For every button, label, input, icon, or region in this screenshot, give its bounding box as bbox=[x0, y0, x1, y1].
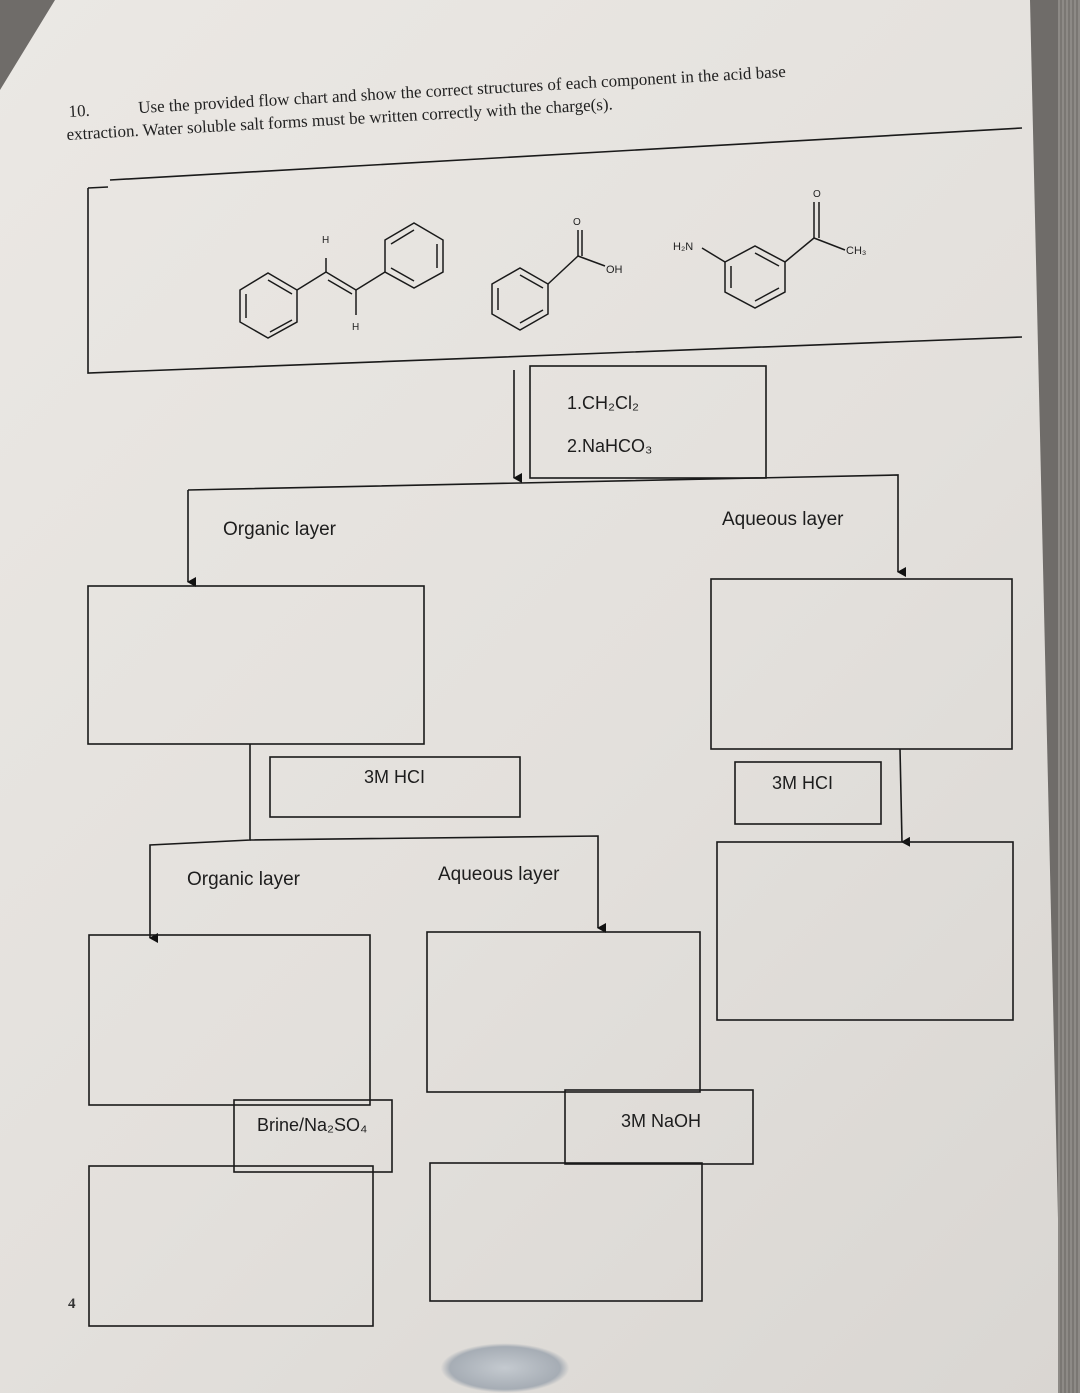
reagent-box-brine bbox=[233, 1099, 393, 1173]
reagent-hcl-left: 3M HCI bbox=[364, 767, 426, 787]
benzoic-acid-structure bbox=[491, 230, 606, 331]
label-organic-layer-2: Organic layer bbox=[187, 869, 300, 890]
label-aqueous-layer-2: Aqueous layer bbox=[438, 864, 560, 885]
stilbene-structure bbox=[239, 222, 444, 339]
answer-box-organic-final[interactable] bbox=[88, 1165, 374, 1327]
benzoic-o-label: O bbox=[573, 217, 581, 228]
arrow-aqueous-2 bbox=[249, 835, 606, 933]
answer-box-aqueous-2[interactable] bbox=[426, 931, 701, 1093]
reagent-box-hcl-left bbox=[269, 756, 521, 818]
background-fabric bbox=[1058, 0, 1080, 1393]
background-jeans bbox=[440, 1343, 570, 1393]
reagent-box-1 bbox=[529, 365, 767, 479]
reagent-hcl-right: 3M HCI bbox=[772, 773, 834, 793]
answer-box-aqueous-1[interactable] bbox=[710, 578, 1013, 750]
aminoacetophenone-structure bbox=[701, 202, 846, 309]
reagent-box-hcl-right bbox=[734, 761, 882, 825]
page-number: 4 bbox=[68, 1296, 76, 1312]
reagent-brine: Brine/Na₂SO₄ bbox=[257, 1115, 368, 1135]
start-box-top bbox=[87, 186, 109, 189]
start-box bbox=[87, 188, 1023, 374]
label-aqueous-layer-1: Aqueous layer bbox=[722, 509, 844, 530]
ketone-o-label: O bbox=[813, 189, 821, 200]
answer-box-aqueous-acidified[interactable] bbox=[716, 841, 1014, 1021]
header-rule bbox=[109, 127, 1023, 181]
reagent-box-naoh bbox=[564, 1089, 754, 1165]
stilbene-h-top: H bbox=[322, 235, 329, 246]
reagent-naoh: 3M NaOH bbox=[621, 1111, 702, 1131]
reagent-nahco3: 2.NaHCO₃ bbox=[567, 436, 653, 456]
answer-box-organic-1[interactable] bbox=[87, 585, 425, 745]
methyl-label: CH₃ bbox=[846, 245, 866, 257]
stilbene-h-bottom: H bbox=[352, 322, 359, 333]
arrow-organic-2 bbox=[149, 744, 251, 943]
arrow-right-down bbox=[899, 748, 911, 847]
answer-box-aqueous-final[interactable] bbox=[429, 1162, 703, 1302]
benzoic-oh-label: OH bbox=[606, 264, 623, 276]
label-organic-layer-1: Organic layer bbox=[223, 519, 336, 540]
answer-box-organic-2[interactable] bbox=[88, 934, 371, 1106]
reagent-ch2cl2: 1.CH₂Cl₂ bbox=[567, 393, 639, 413]
amine-label: H₂N bbox=[673, 241, 693, 253]
arrow-aqueous-1 bbox=[187, 474, 906, 577]
